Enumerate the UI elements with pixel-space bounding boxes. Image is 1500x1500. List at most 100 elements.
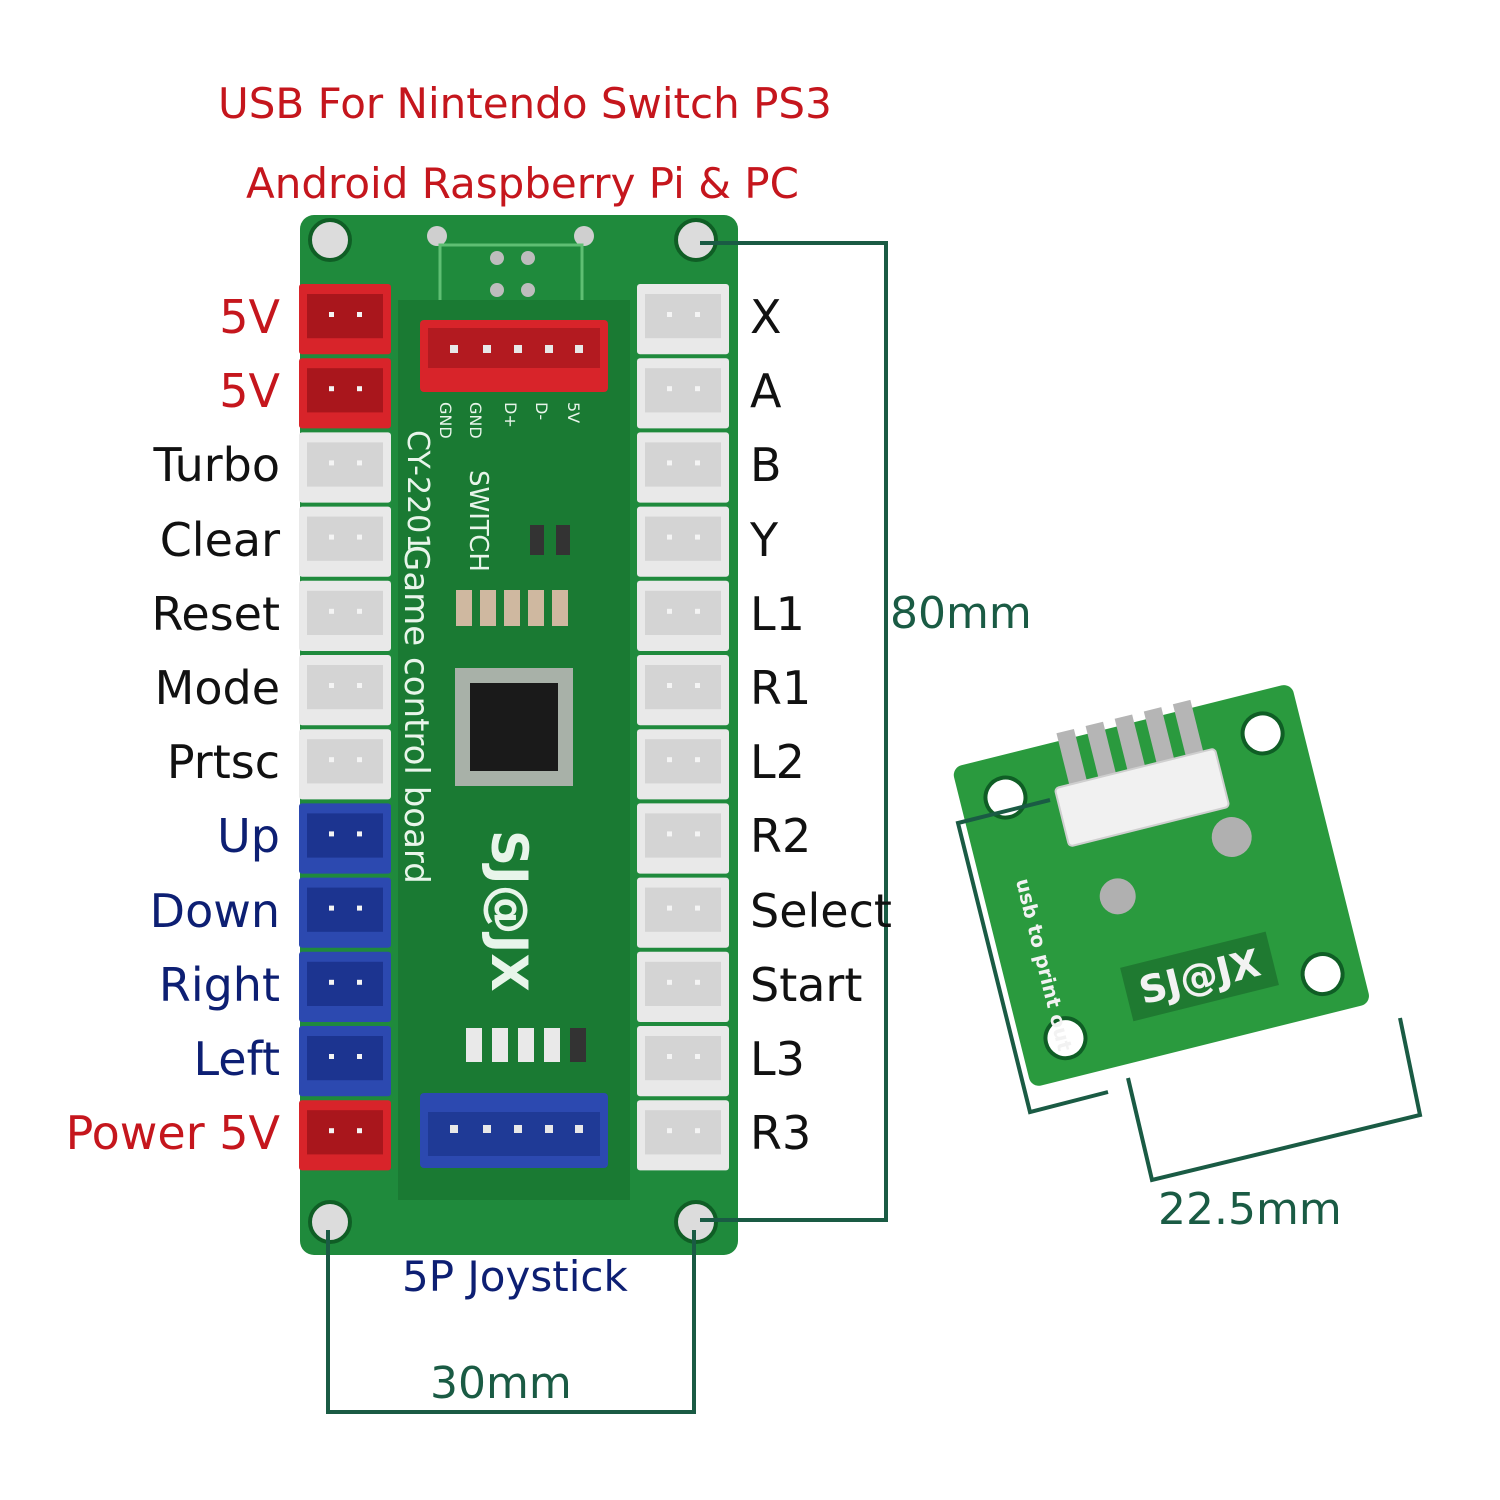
- left-connector-5-housing: [307, 665, 383, 710]
- left-connector-1-pin: [357, 386, 362, 392]
- right-connector-4-pin: [695, 608, 700, 614]
- usb-pad: [521, 251, 535, 265]
- dim-80mm-line: [700, 241, 888, 1222]
- title-line-1: USB For Nintendo Switch PS3: [218, 79, 832, 128]
- left-connector-5-pin: [329, 683, 334, 688]
- right-connector-2-pin: [667, 460, 672, 466]
- usb-pin-label: D-: [532, 402, 551, 420]
- right-connector-6-housing: [645, 739, 721, 784]
- right-connector-1-pin: [695, 386, 700, 392]
- right-connector-3-pin: [695, 534, 700, 540]
- small-hole: [1043, 1016, 1088, 1061]
- left-connector-8-pin: [329, 905, 334, 911]
- right-connector-2-pin: [695, 460, 700, 466]
- microcontroller-chip: [455, 668, 573, 786]
- left-connector-4-pin: [329, 608, 334, 614]
- left-pin-label: Turbo: [153, 438, 280, 493]
- hole-tr: [674, 218, 718, 262]
- left-connector-9-housing: [307, 961, 383, 1006]
- small-dimension-lines: [955, 798, 1423, 1183]
- small-board: SJ@JX usb to print out: [953, 685, 1369, 1086]
- right-connector-1-pin: [667, 386, 672, 392]
- right-pin-label: Y: [750, 512, 779, 567]
- left-pin-label: Clear: [159, 512, 280, 567]
- left-pin-label: Power 5V: [65, 1106, 280, 1161]
- usb-pad: [427, 226, 447, 246]
- right-connector-10-housing: [645, 1036, 721, 1081]
- small-brand-plate: [1120, 931, 1279, 1022]
- right-connector-8-housing: [645, 887, 721, 932]
- small-hole: [1300, 952, 1345, 997]
- right-connector-5-pin: [667, 683, 672, 688]
- right-connector-9-pin: [667, 979, 672, 985]
- left-connector-3-housing: [307, 516, 383, 561]
- left-pin-label: Down: [149, 883, 280, 938]
- right-connector-7-pin: [667, 831, 672, 837]
- board-switch: SWITCH: [463, 470, 493, 572]
- right-connector-6-pin: [667, 757, 672, 763]
- usb-pad: [521, 283, 535, 297]
- right-pin-label: L1: [750, 586, 805, 641]
- right-connector-4-housing: [645, 590, 721, 635]
- left-connector-10-housing: [307, 1036, 383, 1081]
- right-connector-10-pin: [695, 1054, 700, 1059]
- right-connector-8-pin: [667, 905, 672, 911]
- board-model: CY-2201: [400, 430, 435, 552]
- right-pin-label: X: [750, 290, 782, 344]
- left-connector-6-pin: [329, 757, 334, 763]
- left-connector-0-pin: [357, 312, 362, 317]
- right-connector-9-pin: [695, 979, 700, 985]
- right-pin-label: R3: [750, 1106, 812, 1161]
- left-pin-label: Right: [158, 957, 280, 1012]
- left-pin-label: Reset: [151, 586, 281, 641]
- right-connector-3-housing: [645, 516, 721, 561]
- right-connector-0-pin: [695, 312, 700, 317]
- left-connector-6-pin: [357, 757, 362, 763]
- dimension-lines: [326, 241, 888, 1414]
- dim-label-80mm: 80mm: [890, 588, 1032, 639]
- small-hole: [1240, 711, 1285, 756]
- left-connector-10-pin: [329, 1054, 334, 1059]
- board-name: Game control board: [396, 545, 436, 884]
- right-connector-7-housing: [645, 813, 721, 858]
- left-connector-2-pin: [329, 460, 334, 466]
- left-connector-3-pin: [357, 534, 362, 540]
- right-connector-10-pin: [667, 1054, 672, 1059]
- left-connector-10-pin: [357, 1054, 362, 1059]
- right-connector-7-pin: [695, 831, 700, 837]
- board-brand: SJ@JX: [480, 830, 538, 992]
- left-connector-2-pin: [357, 460, 362, 466]
- right-connector-column: [637, 284, 729, 1171]
- left-connector-1-pin: [329, 386, 334, 392]
- usb-pad: [490, 283, 504, 297]
- left-connector-7-pin: [329, 831, 334, 837]
- right-connector-4-pin: [667, 608, 672, 614]
- left-connector-column: [299, 284, 391, 1171]
- right-pin-label: R1: [750, 661, 812, 715]
- left-pin-label: Mode: [154, 661, 280, 715]
- usb-pin-label: GND: [436, 402, 455, 439]
- usb-pad: [574, 226, 594, 246]
- right-connector-8-pin: [695, 905, 700, 911]
- right-connector-2-housing: [645, 442, 721, 487]
- left-pin-label: Left: [193, 1032, 280, 1086]
- left-connector-7-housing: [307, 813, 383, 858]
- dim-22-5mm-bottom: [1126, 1017, 1423, 1183]
- left-connector-5-pin: [357, 683, 362, 688]
- left-connector-11-pin: [329, 1128, 334, 1134]
- right-pin-label: B: [750, 438, 782, 493]
- small-connector: [1054, 748, 1230, 847]
- right-pin-label: Select: [750, 883, 892, 938]
- left-connector-7-pin: [357, 831, 362, 837]
- right-connector-5-housing: [645, 665, 721, 710]
- left-connector-1-housing: [307, 368, 383, 413]
- left-connector-8-pin: [357, 905, 362, 911]
- right-pin-label: A: [750, 364, 782, 419]
- left-pin-label: Up: [217, 809, 280, 864]
- left-connector-3-pin: [329, 534, 334, 540]
- right-connector-1-housing: [645, 368, 721, 413]
- left-connector-8-housing: [307, 887, 383, 932]
- left-connector-4-pin: [357, 608, 362, 614]
- left-connector-6-housing: [307, 739, 383, 784]
